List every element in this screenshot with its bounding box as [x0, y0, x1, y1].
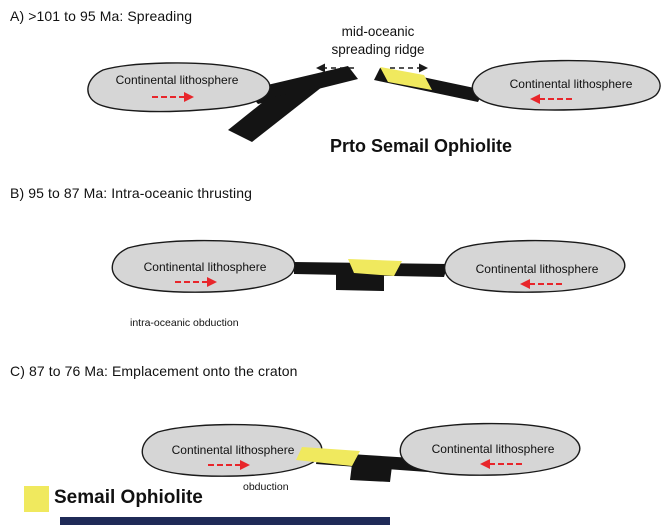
oceanic-slab-c-step — [350, 464, 392, 482]
motion-arrow-c-right — [480, 459, 522, 469]
bottom-bar — [60, 517, 390, 525]
continent-b-left — [111, 239, 296, 293]
continent-a-right — [471, 59, 661, 111]
ophiolite-wedge-b — [348, 259, 402, 276]
continent-c-right-label: Continental lithosphere — [431, 442, 555, 456]
motion-arrow-c-left — [208, 460, 250, 470]
intra-oceanic-obduction-label: intra-oceanic obduction — [130, 317, 239, 329]
oceanic-slab-a-left-tail — [228, 87, 322, 142]
oceanic-slab-b-step — [336, 274, 384, 291]
oceanic-slab-a-left — [246, 66, 358, 104]
section-c-title: C) 87 to 76 Ma: Emplacement onto the cra… — [10, 363, 298, 379]
section-a-title: A) >101 to 95 Ma: Spreading — [10, 8, 193, 24]
section-b-title: B) 95 to 87 Ma: Intra-oceanic thrusting — [10, 185, 253, 201]
continent-c-left — [141, 423, 323, 477]
continent-c-right — [399, 422, 581, 476]
ridge-arrow-left — [316, 63, 354, 73]
continent-a-left-label: Continental lithosphere — [115, 73, 239, 87]
continent-a-left — [87, 62, 271, 113]
motion-arrow-a-left — [152, 92, 194, 102]
ophiolite-wedge-c — [296, 447, 360, 466]
ridge-label-line2: spreading ridge — [331, 42, 425, 57]
continent-a-right-label: Continental lithosphere — [509, 77, 633, 91]
legend-swatch — [24, 486, 49, 512]
ridge-label-line1: mid-oceanic — [341, 24, 415, 39]
legend-label: Semail Ophiolite — [54, 487, 203, 508]
motion-arrow-b-left — [175, 277, 217, 287]
proto-semail-ophiolite-label: Prto Semail Ophiolite — [330, 136, 513, 156]
obduction-label: obduction — [243, 481, 289, 493]
ridge-arrow-right — [390, 63, 428, 73]
continent-b-left-label: Continental lithosphere — [143, 260, 267, 274]
motion-arrow-a-right — [530, 94, 572, 104]
continent-b-right-label: Continental lithosphere — [475, 262, 599, 276]
motion-arrow-b-right — [520, 279, 562, 289]
continent-b-right — [443, 239, 626, 293]
continent-c-left-label: Continental lithosphere — [171, 443, 295, 457]
ophiolite-wedge-a — [380, 67, 432, 90]
